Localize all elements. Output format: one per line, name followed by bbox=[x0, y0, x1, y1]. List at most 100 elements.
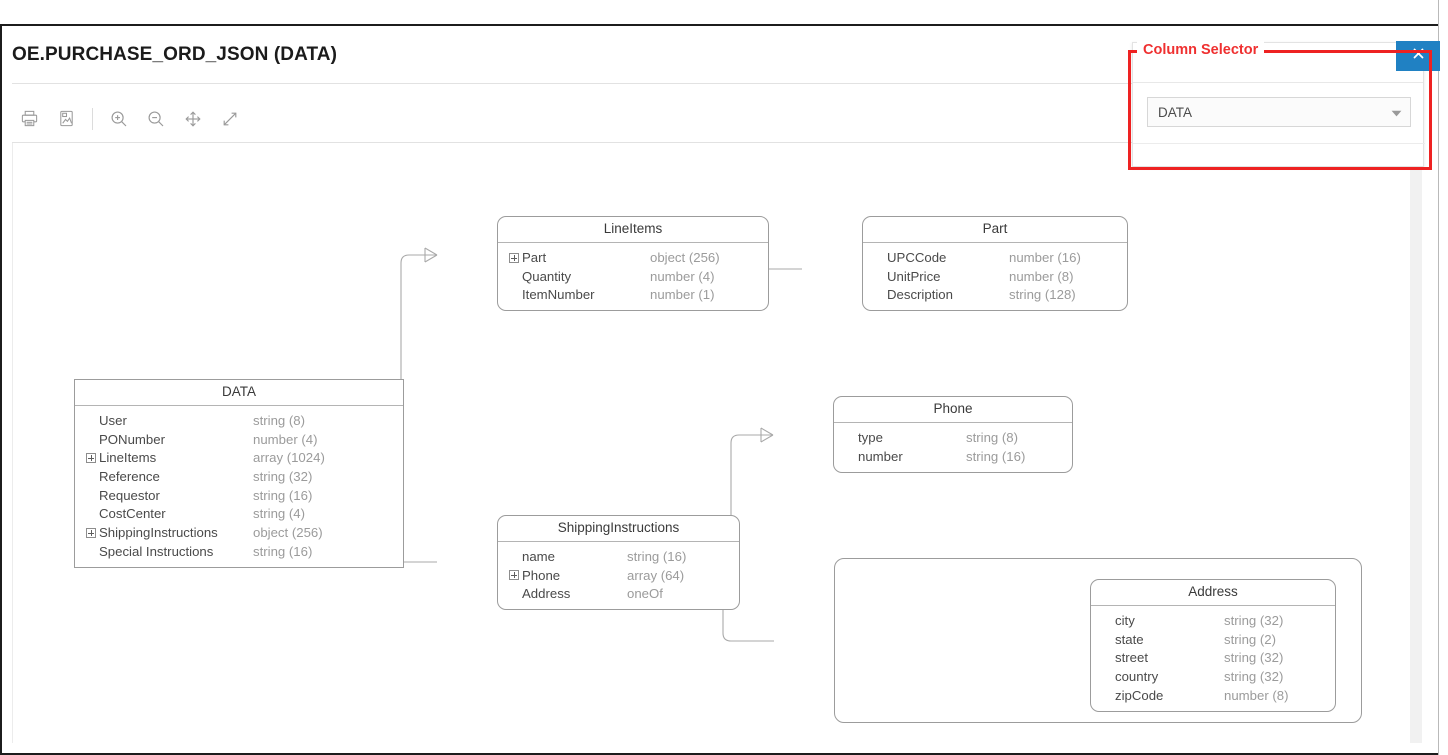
field-name: UPCCode bbox=[887, 250, 947, 266]
entity-title: DATA bbox=[75, 380, 403, 407]
entity-field-row: state string (2) bbox=[1091, 630, 1335, 649]
field-type: string (16) bbox=[253, 543, 313, 559]
field-name: Reference bbox=[99, 469, 160, 485]
entity-field-row: ItemNumber number (1) bbox=[498, 286, 768, 305]
expand-plus-icon[interactable] bbox=[509, 570, 519, 581]
field-name: state bbox=[1115, 631, 1144, 647]
field-type: string (16) bbox=[253, 487, 313, 503]
field-name: Part bbox=[522, 250, 547, 266]
column-selector-panel: DATA bbox=[1132, 42, 1425, 167]
print-button[interactable] bbox=[12, 102, 46, 136]
field-name: Description bbox=[887, 287, 953, 303]
print-icon bbox=[20, 109, 39, 128]
fit-screen-button[interactable] bbox=[213, 102, 247, 136]
field-type: string (16) bbox=[627, 549, 687, 565]
entity-field-row: Special Instructions string (16) bbox=[75, 542, 403, 561]
zoom-in-icon bbox=[109, 109, 129, 129]
column-selector-header bbox=[1133, 43, 1423, 83]
field-type: string (8) bbox=[966, 430, 1019, 446]
zoom-out-button[interactable] bbox=[139, 102, 173, 136]
field-type: number (8) bbox=[1009, 268, 1074, 284]
column-select-value: DATA bbox=[1158, 104, 1193, 120]
field-type: string (32) bbox=[253, 469, 313, 485]
field-name: country bbox=[1115, 669, 1159, 685]
field-name: Quantity bbox=[522, 268, 572, 284]
page-title: OE.PURCHASE_ORD_JSON (DATA) bbox=[12, 44, 338, 65]
field-type: string (128) bbox=[1009, 287, 1076, 303]
field-type: oneOf bbox=[627, 586, 663, 602]
expand-plus-icon[interactable] bbox=[509, 252, 519, 263]
canvas-vertical-scrollbar[interactable] bbox=[1410, 143, 1422, 743]
entity-field-row: name string (16) bbox=[498, 547, 739, 566]
entity-fields: city string (32) state string (2) street stri… bbox=[1091, 606, 1335, 710]
oneof-group-address bbox=[834, 558, 1362, 723]
save-image-icon bbox=[57, 109, 76, 128]
field-name: User bbox=[99, 413, 127, 429]
entity-field-row: Description string (128) bbox=[863, 286, 1127, 305]
column-selector-footer-divider bbox=[1133, 143, 1425, 144]
field-type: object (256) bbox=[253, 525, 323, 541]
entity-field-row: CostCenter string (4) bbox=[75, 505, 403, 524]
field-name: UnitPrice bbox=[887, 268, 941, 284]
field-name: zipCode bbox=[1115, 687, 1164, 703]
column-select[interactable]: DATA bbox=[1147, 97, 1411, 127]
field-type: array (64) bbox=[627, 567, 685, 583]
field-type: string (4) bbox=[253, 506, 306, 522]
toolbar-divider bbox=[12, 142, 1422, 143]
expand-plus-icon[interactable] bbox=[86, 452, 96, 463]
field-type: string (32) bbox=[1224, 613, 1284, 629]
entity-address-object[interactable]: Address city string (32) state string (2) str… bbox=[1090, 579, 1336, 712]
pan-button[interactable] bbox=[176, 102, 210, 136]
field-name: Special Instructions bbox=[99, 543, 214, 559]
entity-title: Address bbox=[1091, 580, 1335, 607]
field-name: number bbox=[858, 448, 903, 464]
field-type: string (2) bbox=[1224, 631, 1277, 647]
column-selector-body: DATA bbox=[1133, 83, 1423, 127]
field-name: PONumber bbox=[99, 431, 165, 447]
diagram-canvas[interactable]: DATA User string (8) PONumber number (4) Line… bbox=[12, 143, 1410, 743]
close-button[interactable] bbox=[1396, 41, 1440, 71]
field-name: name bbox=[522, 549, 555, 565]
expand-plus-icon[interactable] bbox=[86, 527, 96, 538]
entity-title: LineItems bbox=[498, 217, 768, 244]
field-name: LineItems bbox=[99, 450, 157, 466]
field-name: city bbox=[1115, 613, 1135, 629]
entity-title: Part bbox=[863, 217, 1127, 244]
chevron-down-icon bbox=[1391, 105, 1402, 120]
save-image-button[interactable] bbox=[49, 102, 83, 136]
field-type: number (1) bbox=[650, 287, 715, 303]
fit-screen-icon bbox=[220, 109, 240, 129]
field-name: ItemNumber bbox=[522, 287, 595, 303]
entity-title: ShippingInstructions bbox=[498, 516, 739, 543]
field-name: Phone bbox=[522, 567, 561, 583]
field-type: string (32) bbox=[1224, 650, 1284, 666]
entity-shippinginstructions[interactable]: ShippingInstructions name string (16) Phone… bbox=[497, 515, 740, 611]
entity-field-row: street string (32) bbox=[1091, 649, 1335, 668]
field-name: Requestor bbox=[99, 487, 160, 503]
close-icon bbox=[1412, 47, 1425, 65]
diagram-toolbar bbox=[12, 95, 1422, 142]
entity-field-row: PONumber number (4) bbox=[75, 430, 403, 449]
field-name: CostCenter bbox=[99, 506, 166, 522]
field-name: street bbox=[1115, 650, 1148, 666]
field-type: number (4) bbox=[253, 431, 318, 447]
zoom-out-icon bbox=[146, 109, 166, 129]
entity-field-row: city string (32) bbox=[1091, 611, 1335, 630]
zoom-in-button[interactable] bbox=[102, 102, 136, 136]
entity-field-row: Reference string (32) bbox=[75, 467, 403, 486]
